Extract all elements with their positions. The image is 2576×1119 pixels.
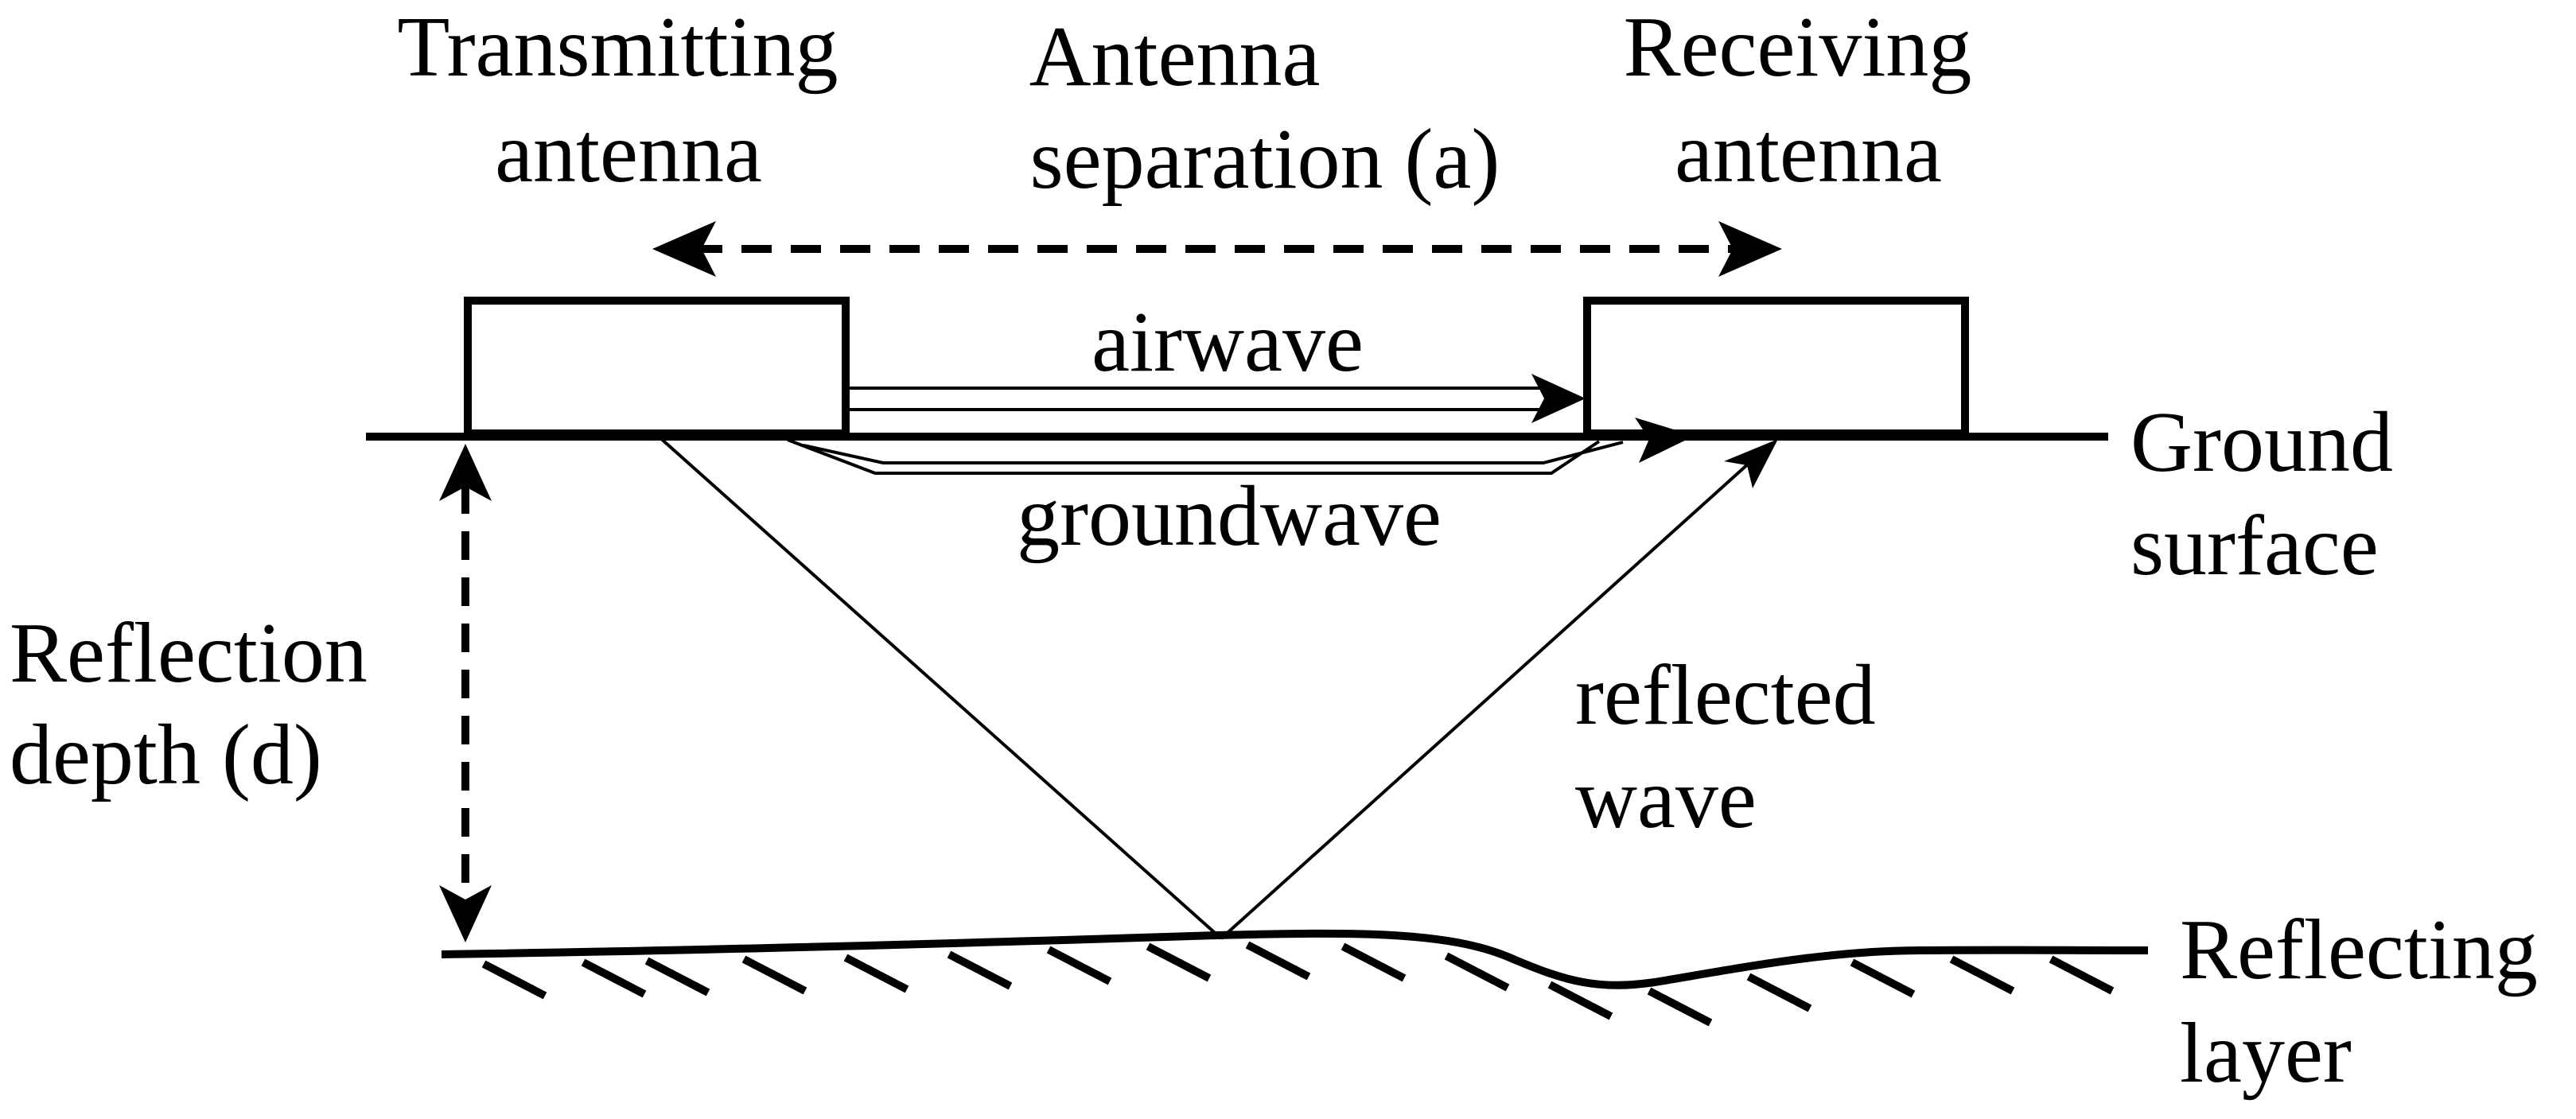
antenna-separation-label: Antenna separation (a) — [1029, 10, 1500, 207]
receiving-antenna-label: Receiving antenna — [1624, 0, 1994, 200]
reflecting-layer-label: Reflecting layer — [2180, 903, 2559, 1101]
airwave-path — [846, 374, 1586, 423]
reflection-depth-label: Reflection depth (d) — [10, 606, 389, 802]
reflected-wave-path — [657, 435, 1778, 940]
groundwave-label: groundwave — [1017, 469, 1442, 564]
transmitting-antenna-label: Transmitting antenna — [397, 0, 859, 200]
reflection-depth-arrow — [439, 444, 492, 942]
airwave-label: airwave — [1091, 295, 1364, 390]
ground-surface-label: Ground surface — [2130, 395, 2415, 593]
reflected-wave-label: reflected wave — [1575, 648, 1897, 846]
transmitting-antenna-box — [464, 297, 850, 437]
reflecting-layer — [441, 929, 2149, 1027]
groundwave-path — [787, 418, 1695, 475]
antenna-separation-arrow — [652, 221, 1782, 277]
receiving-antenna-box — [1583, 297, 1969, 437]
